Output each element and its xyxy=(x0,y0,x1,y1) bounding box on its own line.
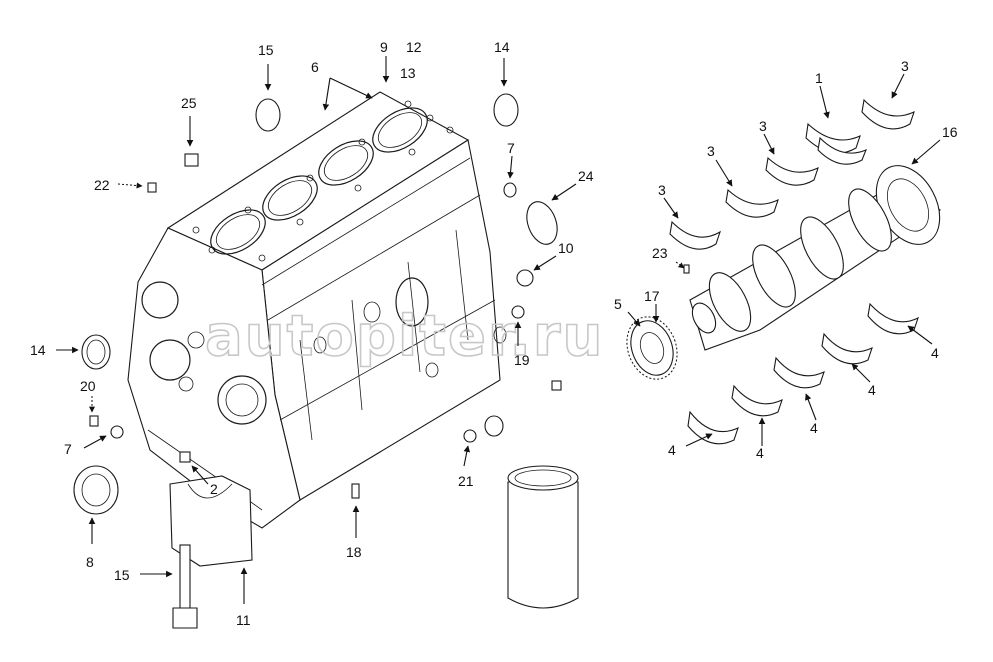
callout-4: 4 xyxy=(668,442,676,458)
callout-9: 9 xyxy=(380,39,388,55)
bearing-shells xyxy=(669,98,919,445)
crankshaft xyxy=(626,165,941,380)
callout-17: 17 xyxy=(644,288,660,304)
callout-1: 1 xyxy=(815,70,823,86)
callout-23: 23 xyxy=(652,245,668,261)
callout-19: 19 xyxy=(514,352,530,368)
callout-6: 6 xyxy=(311,59,319,75)
callout-14: 14 xyxy=(494,39,510,55)
callout-7: 7 xyxy=(64,441,72,457)
callout-4: 4 xyxy=(810,420,818,436)
callout-4: 4 xyxy=(868,382,876,398)
callout-2: 2 xyxy=(210,481,218,497)
small-parts xyxy=(73,93,690,629)
callout-14: 14 xyxy=(30,342,46,358)
callout-25: 25 xyxy=(181,95,197,111)
callout-15: 15 xyxy=(258,42,274,58)
callout-20: 20 xyxy=(80,378,96,394)
callout-3: 3 xyxy=(707,143,715,159)
callout-22: 22 xyxy=(94,177,110,193)
callout-3: 3 xyxy=(658,182,666,198)
callout-7: 7 xyxy=(507,140,515,156)
callout-12: 12 xyxy=(406,39,422,55)
cylinder-liner xyxy=(507,465,579,609)
callout-15: 15 xyxy=(114,567,130,583)
callout-18: 18 xyxy=(346,544,362,560)
callout-3: 3 xyxy=(759,118,767,134)
callout-11: 11 xyxy=(236,612,251,628)
leader-lines xyxy=(56,56,941,604)
callout-16: 16 xyxy=(942,124,958,140)
watermark-text: autopiter.ru xyxy=(205,304,604,369)
callout-4: 4 xyxy=(931,345,939,361)
callout-21: 21 xyxy=(458,473,474,489)
callout-3: 3 xyxy=(901,58,909,74)
callout-8: 8 xyxy=(86,554,94,570)
engine-block xyxy=(127,91,507,529)
callout-5: 5 xyxy=(614,296,622,312)
callout-4: 4 xyxy=(756,445,764,461)
callout-24: 24 xyxy=(578,168,594,184)
callout-labels: 1 2 3 3 3 3 4 4 4 4 4 5 6 7 7 8 9 10 11 … xyxy=(30,39,958,628)
callout-10: 10 xyxy=(558,240,574,256)
callout-13: 13 xyxy=(400,65,416,81)
